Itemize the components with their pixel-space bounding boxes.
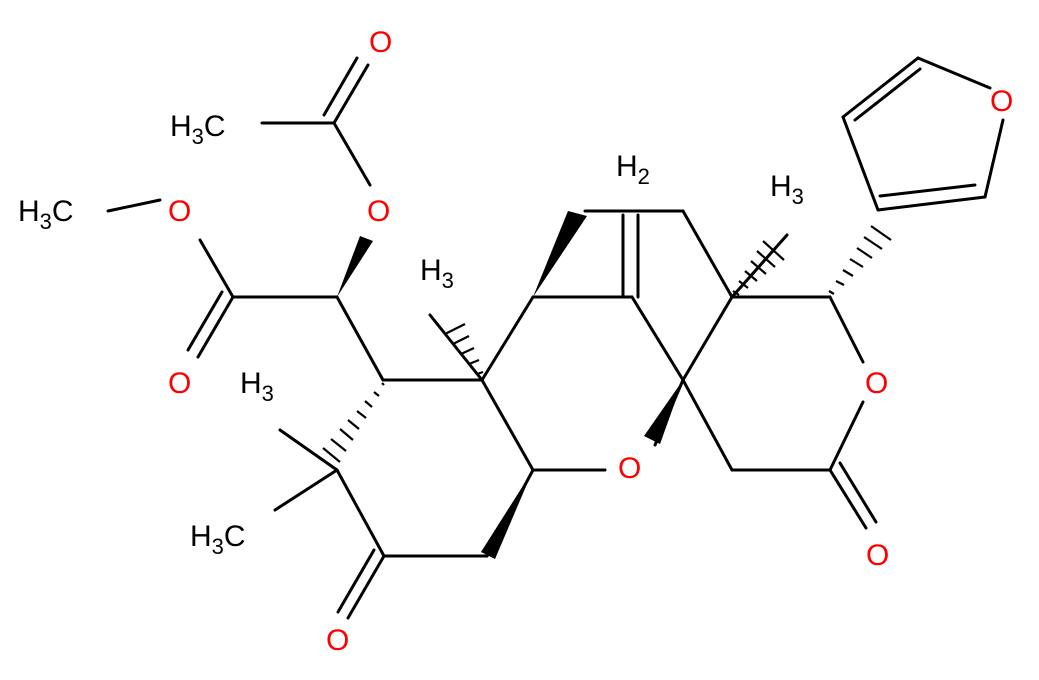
hash-bond: [452, 335, 470, 345]
hash-bond: [347, 419, 360, 430]
bond: [335, 295, 385, 382]
bond: [681, 209, 734, 299]
bond: [428, 313, 484, 382]
hash-bond: [364, 400, 373, 408]
methyl-subscript: 3: [262, 381, 274, 406]
hash-bond: [356, 410, 367, 419]
hash-bond: [444, 323, 466, 335]
hash-bond: [460, 347, 475, 355]
bond: [106, 198, 162, 213]
hash-bond: [339, 428, 354, 441]
methyl-subscript: 3: [40, 209, 52, 234]
hash-bond: [322, 447, 341, 463]
bond: [332, 121, 372, 187]
methyl-subscript: 3: [792, 184, 804, 209]
hash-bond: [373, 391, 380, 397]
bond: [332, 63, 370, 125]
methyl-h: H: [18, 195, 40, 228]
oxygen-label: O: [168, 195, 191, 228]
bond: [480, 295, 535, 382]
bond: [983, 118, 1005, 199]
bond: [186, 290, 224, 352]
hash-bond: [756, 250, 776, 268]
methyl-label: H3C: [190, 520, 246, 559]
methyl-subscript: 3: [192, 124, 204, 149]
hash-bond: [828, 290, 835, 295]
methyl-label: H3: [240, 367, 274, 406]
bond: [480, 378, 535, 472]
bond: [681, 295, 734, 382]
hash-bond: [842, 269, 854, 277]
oxygen-label: O: [865, 367, 888, 400]
bond: [916, 56, 992, 90]
bond: [838, 461, 878, 524]
hash-bond: [476, 370, 484, 376]
hash-bond: [330, 438, 347, 452]
bond: [273, 468, 339, 512]
bond: [630, 295, 685, 382]
wedge-bonds: [337, 211, 683, 559]
methyl-h: H: [170, 110, 192, 143]
hash-bond: [762, 240, 785, 261]
bond: [335, 468, 386, 558]
bond: [828, 400, 865, 472]
methyl-c: C: [52, 195, 74, 228]
bond: [828, 468, 868, 530]
bond: [841, 115, 880, 212]
hash-bond: [849, 258, 864, 268]
oxygen-label: O: [369, 26, 392, 59]
methyl-label: H3C: [170, 110, 226, 149]
bond: [196, 295, 235, 359]
wedge-bond: [481, 470, 533, 559]
hash-bond: [870, 225, 892, 241]
methyl-h: H: [770, 170, 792, 203]
bond: [198, 238, 235, 299]
bond: [681, 378, 734, 472]
methyl-c: C: [224, 520, 246, 553]
methyl-subscript: 3: [442, 268, 454, 293]
oxygen-label: O: [367, 195, 390, 228]
bond: [828, 295, 865, 364]
wedge-bond: [533, 211, 587, 297]
bond: [876, 195, 987, 212]
oxygen-label: O: [168, 367, 191, 400]
wedge-bond: [644, 380, 683, 444]
methyl-c: C: [204, 110, 226, 143]
bond: [322, 56, 359, 117]
oxygen-label: O: [618, 452, 641, 485]
methylene-label: H2: [616, 150, 650, 189]
methyl-label: H3: [770, 170, 804, 209]
methyl-label: H3C: [18, 195, 74, 234]
methyl-h: H: [240, 367, 262, 400]
hash-bond: [744, 270, 758, 282]
bond: [730, 233, 789, 299]
bond: [878, 183, 977, 198]
bond: [346, 554, 386, 620]
methyl-label: H3: [420, 254, 454, 293]
hash-bond: [835, 280, 845, 286]
oxygen-label: O: [990, 85, 1013, 118]
atom-labels: O H3C H3C O O O H3 H3C O H3 O H2 H3 O O …: [18, 26, 1013, 657]
bond: [278, 428, 339, 472]
hash-bond: [856, 247, 873, 259]
hash-bond: [750, 260, 767, 275]
bond: [841, 56, 920, 119]
hash-bond: [863, 236, 883, 250]
oxygen-label: O: [326, 624, 349, 657]
hash-bond: [732, 290, 740, 296]
hash-bond: [381, 382, 385, 386]
hash-bond: [468, 358, 480, 366]
bond: [336, 548, 376, 614]
methyl-h: H: [420, 254, 442, 287]
methyl-h: H: [190, 520, 212, 553]
hash-bond: [738, 280, 749, 289]
methyl-subscript: 3: [212, 534, 224, 559]
bond: [853, 67, 922, 122]
hash-bonds: [322, 225, 892, 463]
methylene-h: H: [616, 150, 638, 183]
methylene-subscript: 2: [638, 164, 650, 189]
wedge-bond: [337, 236, 373, 297]
oxygen-label: O: [866, 539, 889, 572]
